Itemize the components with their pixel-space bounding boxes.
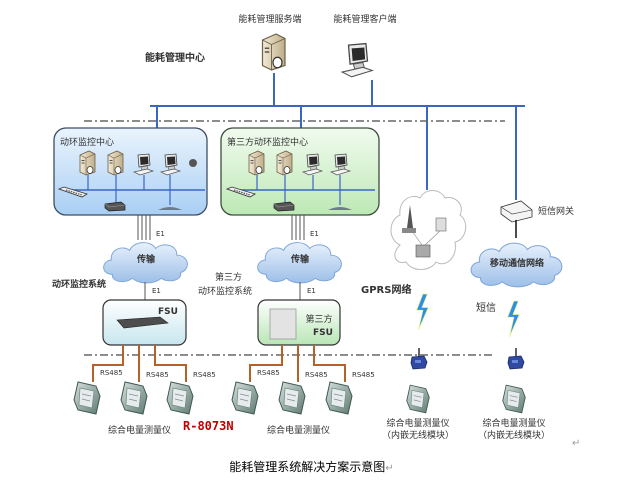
- sms-gateway-icon: [500, 200, 533, 223]
- rs485-label: RS485: [257, 369, 280, 377]
- e1-label: E1: [152, 287, 161, 295]
- paragraph-mark: ↵: [385, 463, 394, 474]
- power-meter-icon: [502, 384, 526, 414]
- sms-label: 短信: [476, 301, 496, 314]
- third-party-center-box: 第三方动环监控中心: [220, 127, 380, 216]
- gprs-network: [390, 190, 467, 270]
- mobile-network-label: 移动通信网络: [490, 257, 544, 269]
- e1-links-left: [137, 215, 151, 240]
- power-meter-icon: [278, 381, 306, 415]
- power-meter-icon: [120, 381, 148, 415]
- power-meter-icon: [73, 381, 101, 415]
- power-meter-icon: [325, 381, 353, 415]
- rs485-wiring-mid: [249, 345, 346, 382]
- fsu-cabinet-icon: [269, 308, 297, 340]
- router-icon: [104, 201, 126, 212]
- caption-text: 能耗管理系统解决方案示意图: [229, 460, 386, 474]
- monitor-center-title: 动环监控中心: [60, 136, 114, 148]
- rs485-label: RS485: [100, 369, 123, 377]
- base-station-icon: [407, 205, 413, 228]
- fsu-box-third-party: 第三方 FSU: [257, 299, 341, 346]
- meter-label: 综合电量测量仪: [108, 424, 171, 436]
- third-party-center-title: 第三方动环监控中心: [227, 136, 308, 148]
- rs485-label: RS485: [146, 371, 169, 379]
- wireless-module-icon: [507, 348, 525, 370]
- rs485-label: RS485: [352, 371, 375, 379]
- rs485-label: RS485: [305, 371, 328, 379]
- transport-label: 传输: [290, 253, 310, 265]
- client-node: [341, 42, 374, 78]
- server-icon: [261, 33, 286, 71]
- fsu-box-left: FSU: [102, 299, 187, 346]
- e1-label: E1: [307, 287, 316, 295]
- client-pc-icon: [341, 42, 374, 78]
- figure-caption: 能耗管理系统解决方案示意图↵: [0, 458, 623, 475]
- wireless-meter-label-line1: 综合电量测量仪: [386, 417, 449, 429]
- wireless-module-icon: [410, 348, 428, 370]
- transport-label: 传输: [136, 253, 156, 265]
- e1-links-mid: [291, 215, 305, 240]
- power-meter-icon: [231, 381, 259, 415]
- client-label: 能耗管理客户端: [333, 13, 396, 25]
- router-icon: [273, 201, 295, 212]
- power-meter-icon: [166, 381, 194, 415]
- server-label: 能耗管理服务端: [238, 13, 301, 25]
- sms-gateway: [500, 200, 533, 238]
- camera-icon: [189, 159, 197, 167]
- fsu-label-line1: 第三方: [305, 313, 332, 325]
- server-icon: [107, 150, 124, 176]
- system-label-left: 动环监控系统: [52, 278, 106, 290]
- server-icon: [248, 150, 265, 176]
- power-meter-icon: [406, 384, 430, 414]
- sms-gateway-label: 短信网关: [538, 205, 574, 217]
- paragraph-mark: ↵: [572, 438, 581, 449]
- main-bus: [150, 73, 525, 200]
- wireless-meter-label-line1: 综合电量测量仪: [482, 417, 545, 429]
- wireless-meter-label-line2: （内嵌无线模块）: [478, 429, 550, 441]
- wireless-meter-label-line2: （内嵌无线模块）: [382, 429, 454, 441]
- meter-label: 综合电量测量仪: [267, 424, 330, 436]
- e1-label: E1: [156, 230, 165, 238]
- system-label-mid-line1: 第三方: [215, 271, 242, 283]
- fsu-label: FSU: [158, 307, 178, 317]
- hub-icon: [158, 207, 182, 210]
- fsu-device-icon: [116, 316, 169, 329]
- gprs-label: GPRS网络: [361, 283, 411, 296]
- rs485-wiring-left: [92, 345, 187, 382]
- wireless-signal-icon: [507, 300, 520, 338]
- server-icon: [276, 150, 293, 176]
- monitor-center-box: 动环监控中心: [53, 127, 208, 216]
- center-label: 能耗管理中心: [145, 51, 205, 64]
- rs485-label: RS485: [193, 371, 216, 379]
- server-icon: [79, 150, 96, 176]
- server-node: [261, 33, 286, 71]
- hub-icon: [328, 207, 352, 210]
- e1-label: E1: [310, 230, 319, 238]
- system-label-mid-line2: 动环监控系统: [198, 285, 252, 297]
- meter-model-label: R-8073N: [183, 419, 234, 433]
- wireless-signal-icon: [416, 293, 429, 331]
- fsu-label-line2: FSU: [313, 328, 333, 338]
